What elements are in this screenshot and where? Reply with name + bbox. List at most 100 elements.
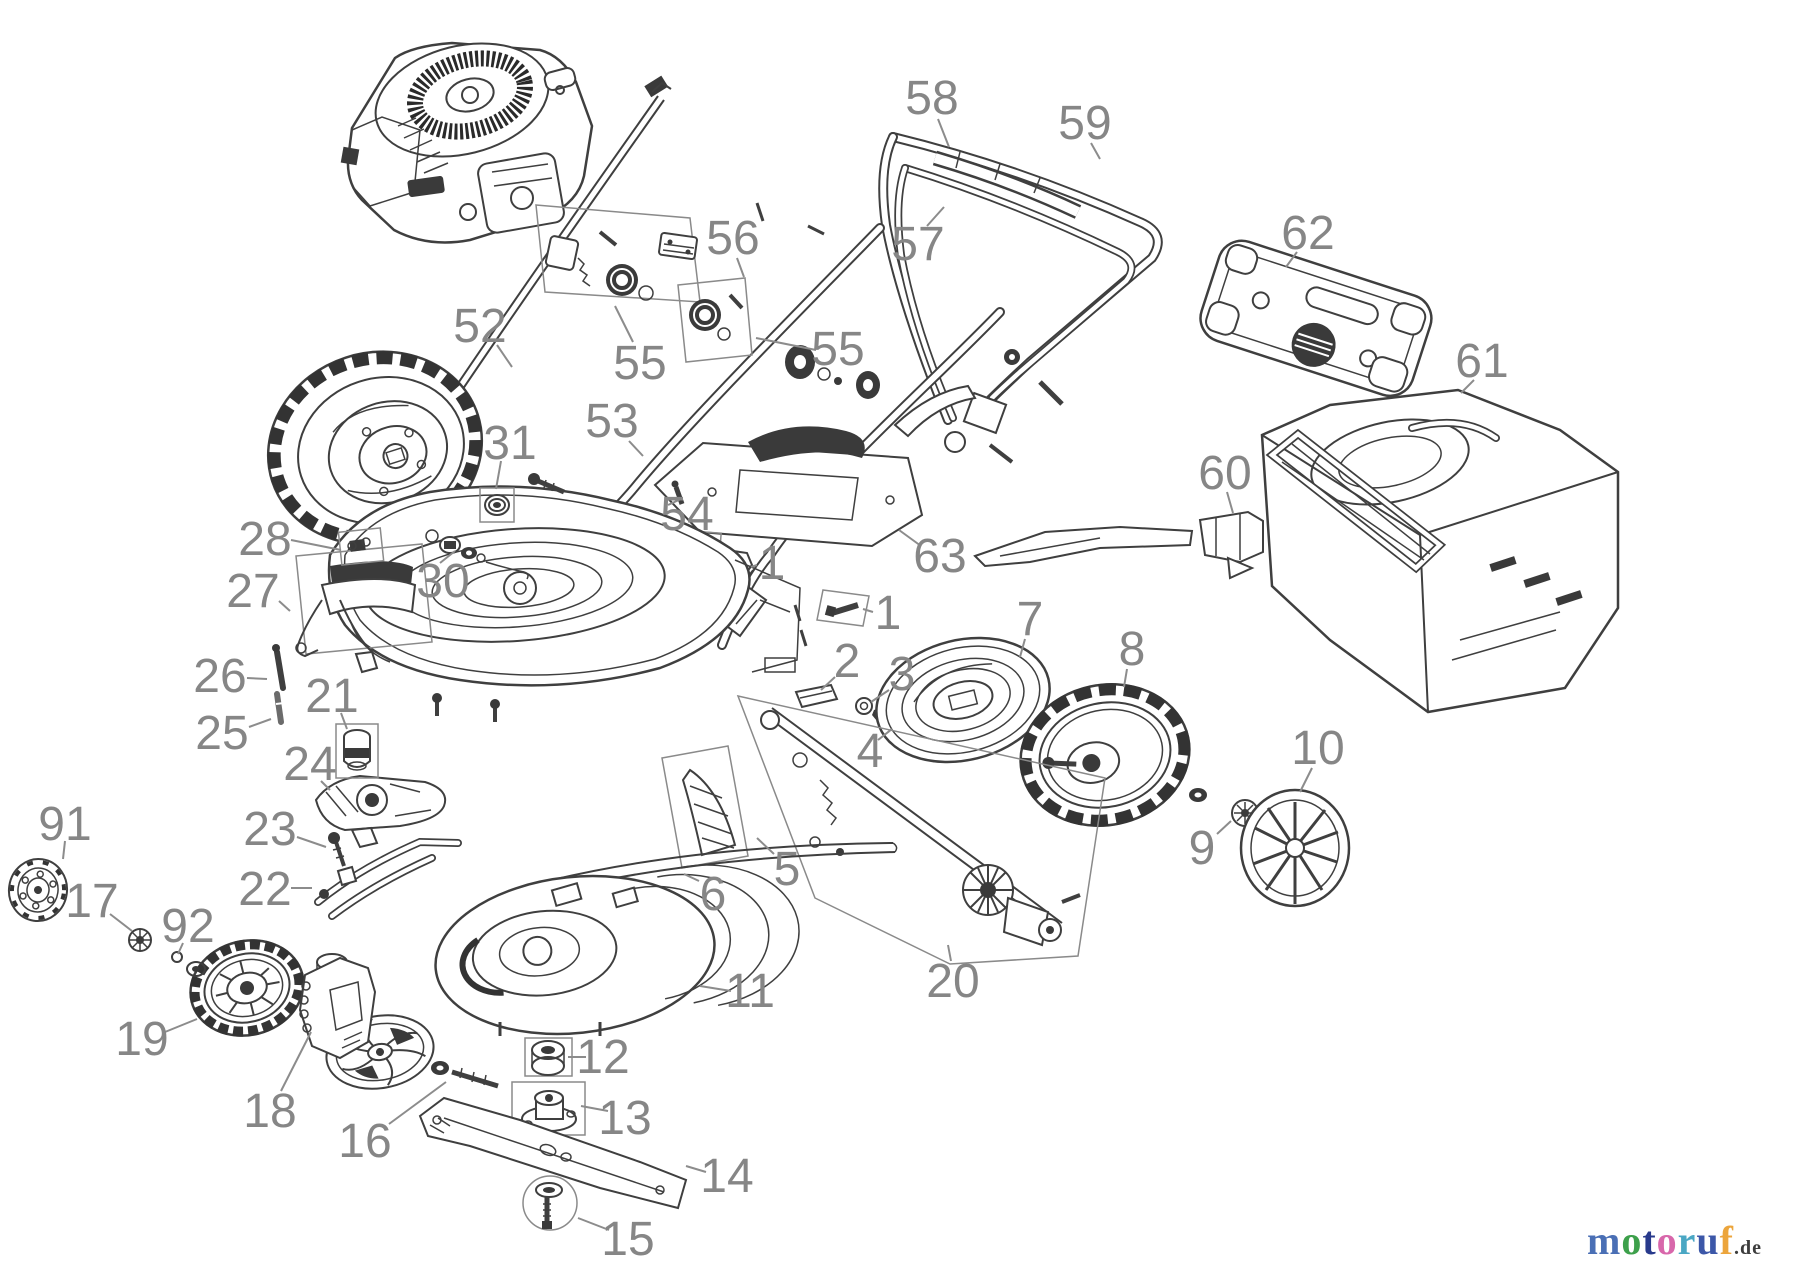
part-label-91-45: 91: [38, 798, 91, 851]
part-label-6-24: 6: [700, 868, 727, 921]
leader-line-23: [296, 836, 327, 848]
handle-bracket-27: [295, 543, 433, 674]
part-label-53-4: 53: [585, 395, 638, 448]
part-label-8-19: 8: [1119, 623, 1146, 676]
blower-housing-illustration: [434, 864, 800, 1036]
bearing-12: [524, 1037, 573, 1077]
part-label-25-39: 25: [195, 707, 248, 760]
leader-line-10: [1299, 767, 1313, 793]
leader-line-19: [164, 1018, 198, 1033]
part-label-22-35: 22: [238, 863, 291, 916]
part-label-2-15: 2: [834, 635, 861, 688]
leader-line-9: [1216, 820, 1232, 835]
cable-clamp-group-b: [677, 277, 753, 363]
leader-line-91: [62, 840, 66, 860]
part-label-27-41: 27: [226, 565, 279, 618]
part-label-57-7: 57: [891, 218, 944, 271]
leader-line-21: [340, 712, 348, 730]
leader-line-1: [750, 564, 758, 568]
leader-line-17: [109, 913, 133, 932]
plate-2: [794, 683, 839, 709]
knob-21: [335, 723, 379, 779]
star-nut-17: [128, 928, 152, 952]
part-label-61-9: 61: [1455, 335, 1508, 388]
leader-line-58: [937, 118, 950, 148]
part-label-21-37: 21: [305, 670, 358, 723]
part-label-92-32: 92: [161, 900, 214, 953]
drive-assembly-illustration: [736, 694, 1106, 965]
leader-line-16: [388, 1081, 447, 1125]
leader-line-62: [1285, 251, 1298, 268]
leader-line-20: [947, 944, 952, 962]
wheel-cover-illustration: [1239, 788, 1351, 908]
leader-line-92: [177, 942, 184, 955]
front-wheel-illustration: [189, 939, 305, 1037]
leader-line-8: [1123, 668, 1128, 688]
part-label-26-40: 26: [193, 650, 246, 703]
part-label-11-25: 11: [725, 965, 775, 1018]
leader-line-7: [1019, 638, 1026, 658]
pins-25-26: [272, 644, 286, 725]
bracket-56-illustration: [658, 231, 698, 261]
leader-line-3: [870, 689, 890, 703]
leader-line-60: [1226, 491, 1234, 514]
leader-line-5: [756, 837, 775, 855]
axle-assembly-illustration: [314, 837, 462, 920]
part-label-7-18: 7: [1017, 593, 1044, 646]
leader-line-27: [278, 600, 291, 612]
leader-line-52: [496, 344, 513, 368]
watermark-letter: o: [1621, 1218, 1643, 1263]
impeller-illustration: [325, 1014, 499, 1090]
bolt-23: [328, 832, 346, 867]
grass-bag-illustration: [1260, 388, 1620, 714]
leader-line-13: [580, 1105, 609, 1112]
leader-line-2: [820, 676, 836, 691]
leader-line-1: [862, 608, 874, 613]
part-label-59-6: 59: [1058, 97, 1111, 150]
belt-guard-illustration: [661, 745, 749, 869]
part-label-20-22: 20: [926, 955, 979, 1008]
leader-line-55: [614, 305, 634, 343]
starter-disc-91: [7, 858, 69, 922]
watermark-letter: f: [1719, 1218, 1734, 1263]
blade-illustration: [418, 1096, 688, 1210]
part-label-12-26: 12: [576, 1031, 629, 1084]
wheel-8-illustration: [1019, 683, 1191, 827]
part-label-1-13: 1: [759, 537, 786, 590]
part-label-52-0: 52: [453, 300, 506, 353]
leader-line-54: [667, 498, 682, 506]
watermark-word: motoruf: [1587, 1218, 1734, 1263]
part-label-62-8: 62: [1281, 207, 1334, 260]
leader-line-15: [577, 1217, 610, 1231]
leader-line-30: [439, 550, 456, 564]
clip-28: [337, 527, 385, 566]
part-label-13-27: 13: [598, 1092, 651, 1145]
part-label-28-42: 28: [238, 513, 291, 566]
leader-line-11: [699, 985, 732, 992]
watermark-logo: motoruf.de: [1587, 1217, 1762, 1264]
leader-line-56: [736, 257, 745, 278]
grommet-31: [479, 473, 565, 523]
leader-line-53: [628, 440, 644, 457]
leader-line-31: [495, 460, 502, 490]
part-label-19-33: 19: [115, 1013, 168, 1066]
part-label-63-11: 63: [913, 530, 966, 583]
control-panel-illustration: [1199, 239, 1433, 398]
leader-line-57: [926, 206, 945, 227]
leader-line-18: [280, 1031, 312, 1092]
leader-line-26: [246, 677, 268, 680]
housing-screws: [498, 1022, 602, 1036]
part-label-17-31: 17: [65, 875, 118, 928]
leader-line-24: [320, 780, 331, 791]
rear-cover-illustration: [653, 426, 924, 548]
part-label-55-1: 55: [613, 337, 666, 390]
part-label-31-44: 31: [483, 417, 536, 470]
part-label-30-43: 30: [416, 555, 469, 608]
leader-line-14: [685, 1165, 707, 1173]
height-bracket-illustration: [298, 953, 377, 1060]
blade-bolt-15: [522, 1175, 578, 1231]
hardware-30: [425, 529, 529, 580]
part-label-15-29: 15: [601, 1213, 654, 1266]
part-label-18-34: 18: [243, 1085, 296, 1138]
